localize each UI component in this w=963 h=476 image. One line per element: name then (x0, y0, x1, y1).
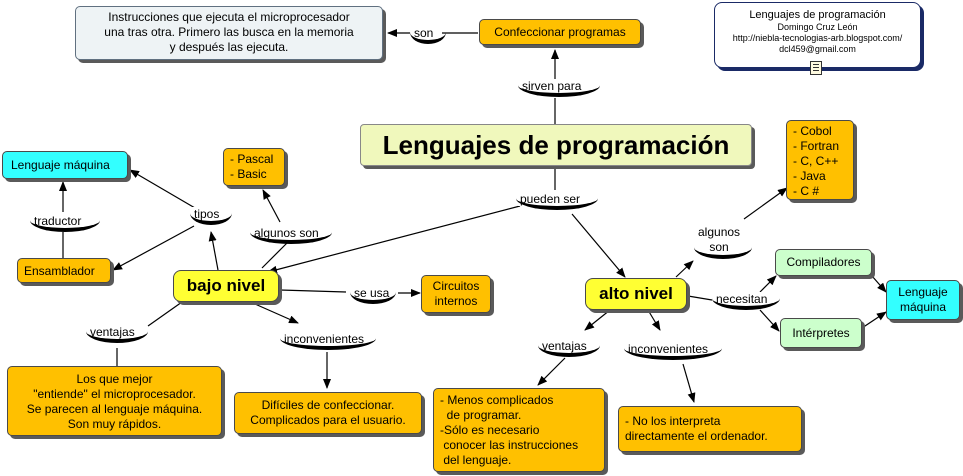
page-title: Lenguajes de programación (360, 124, 752, 166)
alto-nivel-node: alto nivel (585, 278, 687, 310)
alto-inconvenientes-text: - No los interpreta directamente el orde… (625, 414, 768, 443)
bajo-ventajas-text: Los que mejor "entiende" el microprocesa… (26, 372, 203, 431)
alto-ejemplos-text: - Cobol - Fortran - C, C++ - Java - C # (793, 124, 840, 198)
arrow-necesitan-interpretes (759, 309, 780, 332)
arrow-bajo-tipos (208, 231, 219, 271)
bajo-nivel-node: bajo nivel (173, 270, 279, 302)
arrow-algunos-ejemplos (262, 189, 281, 223)
link-son-swoosh (410, 30, 446, 44)
ensamblador-box: Ensamblador (17, 258, 111, 283)
arrow-alto-ventajas (584, 309, 611, 331)
credits-title: Lenguajes de programación (749, 9, 886, 21)
line-alto-necesitan (687, 295, 713, 301)
link-algunos-bajo-swoosh (250, 230, 332, 244)
compiladores-box: Compiladores (775, 249, 872, 276)
bajo-inconvenientes-box: Difíciles de confeccionar. Complicados p… (234, 392, 422, 434)
link-sirven-swoosh (518, 83, 600, 97)
bajo-ejemplos-text: - Pascal - Basic (230, 152, 274, 181)
link-tipos-swoosh (190, 211, 232, 225)
link-se-usa-swoosh (350, 290, 396, 304)
alto-ventajas-box: - Menos complicados de programar. -Sólo … (433, 388, 605, 472)
credits-author: Domingo Cruz León (777, 22, 858, 32)
arrow-alto-inconvenientes (647, 309, 661, 331)
arrow-pueden-bajo (267, 205, 521, 274)
arrow-necesitan-compiladores (759, 275, 777, 293)
link-inconv-alto-swoosh (624, 346, 722, 360)
arrow-pueden-alto (571, 213, 626, 278)
arrow-tipos-lenguaje (129, 169, 196, 209)
link-algunos-alto-swoosh (694, 245, 752, 259)
arrow-algunos-ejemplos-alto (743, 187, 788, 220)
arrow-bajo-inconvenientes (254, 303, 299, 324)
link-necesitan-swoosh (712, 296, 780, 310)
alto-inconvenientes-box: - No los interpreta directamente el orde… (618, 406, 802, 452)
note-icon[interactable] (810, 61, 822, 75)
instrucciones-text: Instrucciones que ejecuta el microproces… (104, 10, 354, 54)
credits-box: Lenguajes de programación Domingo Cruz L… (714, 2, 921, 68)
arrow-ventajas-box (537, 357, 566, 386)
alto-ventajas-text: - Menos complicados de programar. -Sólo … (440, 393, 579, 467)
bajo-ejemplos-box: - Pascal - Basic (223, 148, 285, 186)
link-ventajas-alto-swoosh (538, 343, 600, 357)
interpretes-box: Intérpretes (780, 318, 862, 348)
arrow-tipos-ensamblador (112, 225, 195, 271)
instrucciones-box: Instrucciones que ejecuta el microproces… (75, 6, 383, 60)
link-inconv-bajo-swoosh (280, 336, 376, 350)
alto-lenguaje-maquina-box: Lenguaje máquina (886, 280, 960, 320)
arrow-compiladores-lenguaje (871, 275, 887, 293)
lenguaje-maquina-box: Lenguaje máquina (2, 151, 128, 179)
circuitos-text: Circuitos internos (432, 279, 480, 308)
line-bajo-algunos (261, 241, 289, 269)
link-ventajas-bajo-swoosh (86, 329, 148, 343)
link-pueden-swoosh (516, 196, 598, 210)
bajo-ventajas-box: Los que mejor "entiende" el microprocesa… (7, 366, 222, 436)
link-traductor-swoosh (30, 218, 100, 232)
credits-email[interactable]: dcl459@gmail.com (779, 44, 856, 54)
credits-url[interactable]: http://niebla-tecnologias-arb.blogspot.c… (732, 33, 903, 43)
arrow-alto-algunos (675, 260, 694, 278)
alto-ejemplos-box: - Cobol - Fortran - C, C++ - Java - C # (786, 120, 854, 200)
alto-lenguaje-maquina-text: Lenguaje máquina (898, 285, 948, 314)
line-bajo-seusa (279, 289, 347, 293)
arrow-interpretes-lenguaje (861, 311, 887, 329)
line-bajo-ventajas (147, 301, 183, 327)
circuitos-box: Circuitos internos (421, 275, 491, 313)
bajo-inconvenientes-text: Difíciles de confeccionar. Complicados p… (250, 398, 406, 427)
arrow-inconv-box-alto (682, 363, 696, 403)
confeccionar-box: Confeccionar programas (479, 19, 641, 45)
